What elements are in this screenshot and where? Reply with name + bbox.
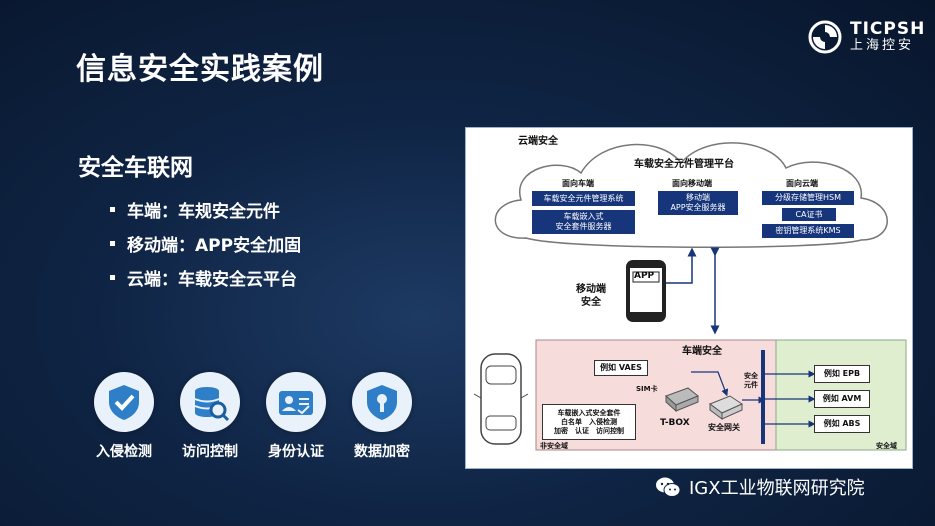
ecu-box-abs: 例如 ABS — [814, 415, 870, 433]
bullet-icon — [110, 274, 115, 280]
bullet-icon — [110, 240, 115, 246]
app-icon-label: APP — [634, 271, 655, 281]
id-card-icon — [279, 391, 313, 415]
hsm-box: 分级存储管理HSM — [762, 191, 854, 205]
cloud-platform-title: 车载安全元件管理平台 — [634, 159, 734, 170]
vehicle-mgmt-system: 车载安全元件管理系统 — [532, 191, 635, 206]
logo-text-en: TICPSH — [850, 19, 926, 40]
gateway-label: 安全网关 — [708, 423, 740, 432]
secure-element-label: 安全 元件 — [744, 372, 758, 389]
mobile-column-header: 面向移动端 — [672, 179, 712, 188]
database-search-icon — [194, 387, 230, 422]
feature-intrusion-detection: 入侵检测 — [88, 372, 160, 461]
bullet-item: 云端：车载安全云平台 — [110, 260, 301, 294]
lock-shield-icon — [367, 385, 397, 420]
sim-card-label: SIM卡 — [636, 385, 658, 393]
ca-cert-box: CA证书 — [782, 208, 836, 221]
embedded-security-suite-box: 车载嵌入式安全套件 白名单 入侵检测 加密 认证 访问控制 — [542, 404, 636, 440]
wechat-icon — [656, 477, 681, 497]
feature-identity-auth: 身份认证 — [260, 372, 332, 461]
cloud-security-label: 云端安全 — [518, 136, 558, 147]
tbox-device-icon — [665, 387, 699, 413]
secure-domain-label: 安全域 — [876, 442, 897, 450]
shield-check-icon — [109, 385, 139, 420]
bullet-item: 车端：车规安全元件 — [110, 192, 301, 226]
kms-box: 密钥管理系统KMS — [762, 224, 854, 238]
tbox-label: T-BOX — [660, 418, 690, 428]
watermark-text: IGX工业物联网研究院 — [689, 478, 865, 499]
vehicle-column-header: 面向车端 — [562, 179, 594, 188]
feature-icons: 入侵检测 访问控制 身份认证 — [88, 372, 418, 461]
non-secure-domain-label: 非安全域 — [540, 442, 568, 450]
bullet-item: 移动端：APP安全加固 — [110, 226, 301, 260]
page-title: 信息安全实践案例 — [76, 52, 324, 87]
embedded-suite-server: 车载嵌入式 安全套件服务器 — [532, 210, 635, 234]
section-subtitle: 安全车联网 — [78, 155, 193, 181]
feature-access-control: 访问控制 — [174, 372, 246, 461]
vaes-box: 例如 VAES — [594, 360, 648, 376]
bullet-list: 车端：车规安全元件 移动端：APP安全加固 云端：车载安全云平台 — [110, 192, 301, 294]
bullet-icon — [110, 206, 115, 212]
company-logo: TICPSH 上海控安 — [808, 20, 925, 54]
phone-icon — [626, 260, 666, 322]
logo-swirl-icon — [808, 20, 842, 54]
logo-text-cn: 上海控安 — [850, 38, 915, 54]
gateway-device-icon — [708, 395, 744, 420]
watermark: IGX工业物联网研究院 — [655, 474, 865, 500]
car-icon — [473, 353, 529, 445]
ecu-box-avm: 例如 AVM — [814, 390, 870, 408]
mobile-app-server: 移动端 APP安全服务器 — [658, 191, 738, 215]
car-security-label: 车端安全 — [682, 346, 722, 357]
architecture-diagram: 云端安全 车载安全元件管理平台 面向车端 车载安全元件管理系统 车载嵌入式 安全… — [465, 127, 913, 469]
cloud-column-header: 面向云端 — [786, 179, 818, 188]
feature-data-encryption: 数据加密 — [346, 372, 418, 461]
ecu-box-epb: 例如 EPB — [814, 365, 870, 383]
mobile-security-label: 移动端 安全 — [576, 284, 606, 308]
